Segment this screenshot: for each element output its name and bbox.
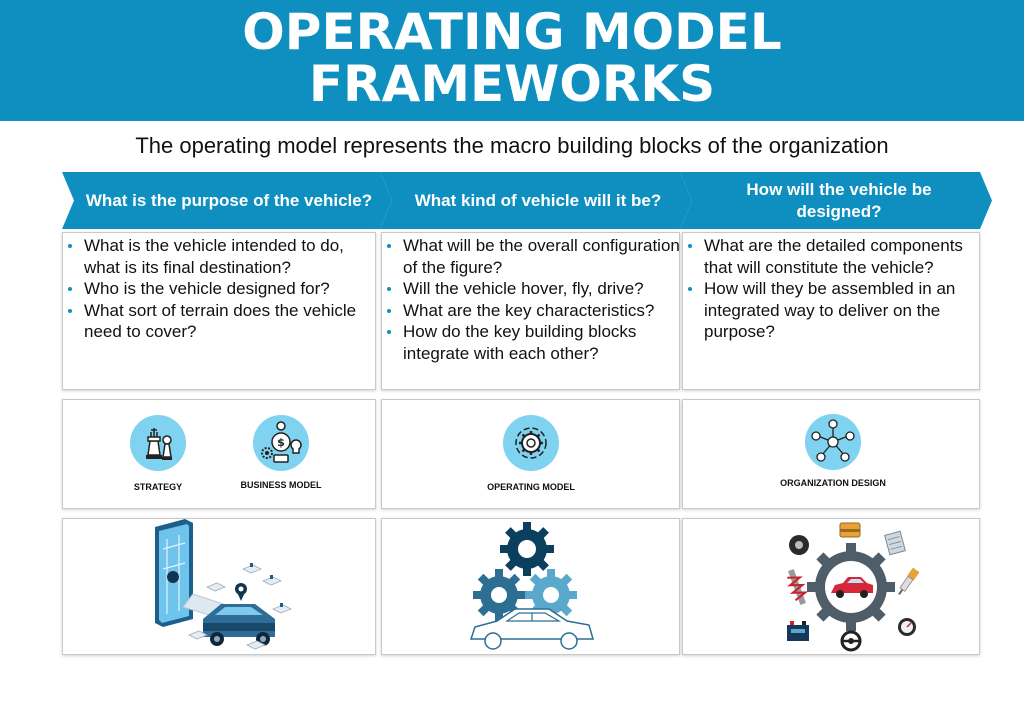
column-3-questions-box: What are the detailed components that wi… — [682, 232, 980, 390]
smartphone-car-illustration — [155, 519, 292, 650]
title-line-1: OPERATING MODEL — [242, 3, 782, 61]
car-parts-wheel-illustration — [787, 522, 920, 652]
column-1-question-list: What is the vehicle intended to do, what… — [65, 235, 373, 343]
business-model-label: BUSINESS MODEL — [240, 480, 322, 490]
list-item: What are the key characteristics? — [384, 300, 682, 322]
column-1-heading: What is the purpose of the vehicle? — [85, 190, 373, 210]
title-line-2: FRAMEWORKS — [308, 55, 716, 113]
chess-pieces-icon — [130, 415, 186, 471]
list-item: Will the vehicle hover, fly, drive? — [384, 278, 682, 300]
column-3-question-list: What are the detailed components that wi… — [685, 235, 981, 343]
column-2-question-list: What will be the overall configuration o… — [384, 235, 682, 365]
organization-design-label: ORGANIZATION DESIGN — [780, 478, 886, 488]
column-3-icons-box: ORGANIZATION DESIGN — [682, 399, 980, 509]
column-1-illustration-box — [62, 518, 376, 655]
operating-model-label: OPERATING MODEL — [487, 482, 575, 492]
gear-cycle-icon — [503, 415, 559, 471]
list-item: Who is the vehicle designed for? — [65, 278, 373, 300]
column-3-header: How will the vehicle be designed? — [680, 172, 992, 229]
chevron-3-shape — [680, 172, 992, 229]
column-3-heading: How will the vehicle be designed? — [746, 179, 932, 221]
org-network-icon — [805, 414, 861, 470]
column-1-icons-box: STRATEGY $ BUSINESS MODEL — [62, 399, 376, 509]
column-1-questions-box: What is the vehicle intended to do, what… — [62, 232, 376, 390]
strategy-label: STRATEGY — [133, 482, 183, 492]
list-item: What are the detailed components that wi… — [685, 235, 981, 278]
business-model-icon: $ — [253, 415, 309, 471]
column-2-illustration-box — [381, 518, 680, 655]
title-banner: OPERATING MODEL FRAMEWORKS — [0, 0, 1024, 121]
list-item: How will they be assembled in an integra… — [685, 278, 981, 343]
subtitle: The operating model represents the macro… — [135, 133, 889, 158]
list-item: What is the vehicle intended to do, what… — [65, 235, 373, 278]
column-2-icons-box: OPERATING MODEL — [381, 399, 680, 509]
list-item: How do the key building blocks integrate… — [384, 321, 682, 364]
column-2-questions-box: What will be the overall configuration o… — [381, 232, 680, 390]
svg-text:$: $ — [277, 436, 285, 449]
list-item: What sort of terrain does the vehicle ne… — [65, 300, 373, 343]
gears-car-illustration — [469, 522, 594, 650]
column-3-illustration-box — [682, 518, 980, 655]
column-1-header: What is the purpose of the vehicle? — [62, 172, 392, 229]
chevron-1-shape — [62, 172, 392, 229]
column-2-heading: What kind of vehicle will it be? — [414, 190, 662, 210]
column-2-header: What kind of vehicle will it be? — [380, 172, 692, 229]
chevron-2-shape — [380, 172, 692, 229]
page-title: OPERATING MODEL FRAMEWORKS — [0, 6, 1024, 110]
list-item: What will be the overall configuration o… — [384, 235, 682, 278]
